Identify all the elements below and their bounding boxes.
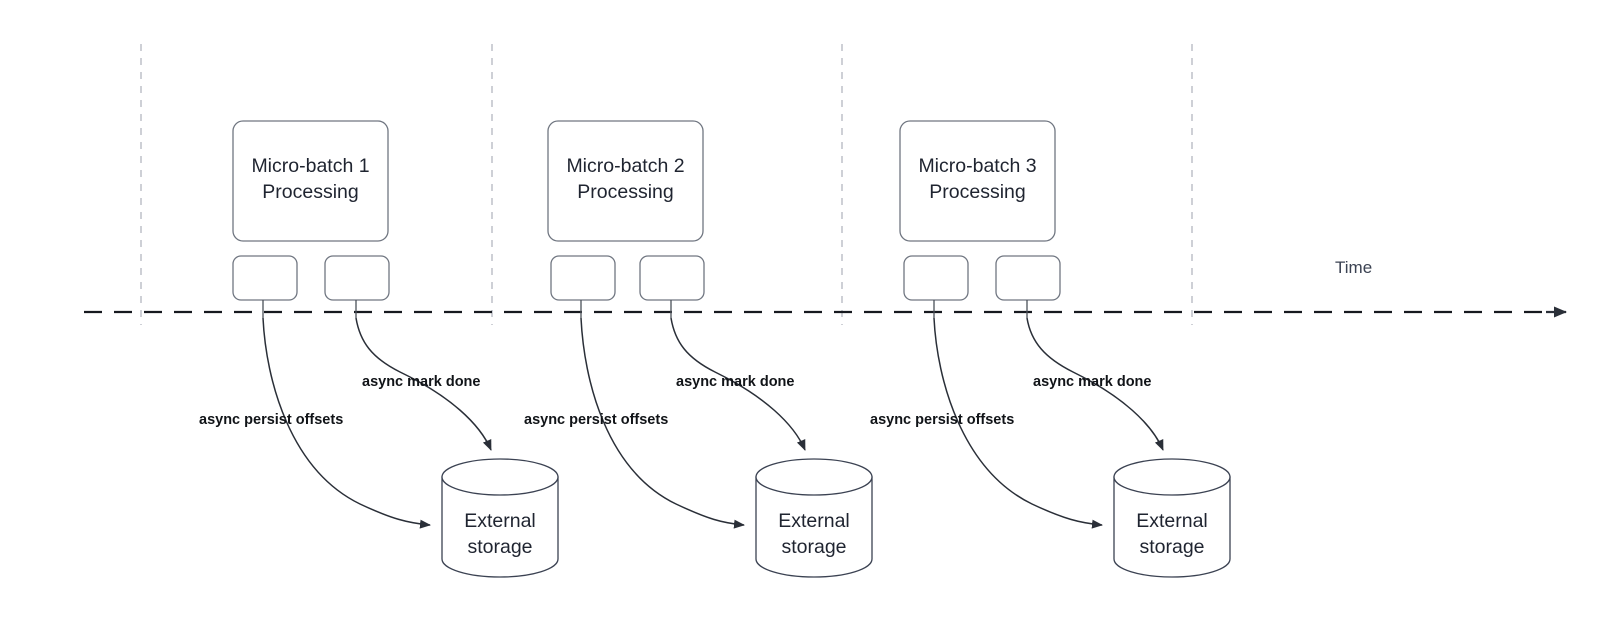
external-storage-cylinder-1-top (441, 458, 559, 496)
task-box-1b[interactable] (324, 255, 390, 301)
flow-mark-done-3 (1026, 317, 1164, 451)
external-storage-cylinder-2-label-line2: storage (781, 536, 846, 558)
flow-mark-done-2 (670, 317, 806, 451)
flow-persist-offsets-2-label: async persist offsets (524, 412, 668, 428)
flow-persist-offsets-1-label: async persist offsets (199, 412, 343, 428)
flow-persist-offsets-3 (933, 317, 1103, 529)
external-storage-cylinder-3-body (1113, 476, 1231, 578)
flow-persist-offsets-1 (262, 317, 431, 529)
external-storage-cylinder-3-label-line1: External (1136, 510, 1208, 532)
external-storage-cylinder-2[interactable]: External storage (755, 458, 873, 578)
micro-batch-box-3[interactable] (899, 120, 1056, 242)
flow-mark-done-2-label: async mark done (676, 374, 794, 390)
task-box-3a[interactable] (903, 255, 969, 301)
flow-persist-offsets-3-label: async persist offsets (870, 412, 1014, 428)
external-storage-cylinder-3-label-line2: storage (1139, 536, 1204, 558)
micro-batch-group-1: Micro-batch 1 Processing External storag… (199, 120, 559, 578)
time-axis: Time (84, 258, 1567, 318)
external-storage-cylinder-2-top (755, 458, 873, 496)
external-storage-cylinder-3-top (1113, 458, 1231, 496)
task-box-1a[interactable] (232, 255, 298, 301)
micro-batch-box-2[interactable] (547, 120, 704, 242)
external-storage-cylinder-1[interactable]: External storage (441, 458, 559, 578)
micro-batch-box-1[interactable] (232, 120, 389, 242)
external-storage-cylinder-2-label-line1: External (778, 510, 850, 532)
time-axis-label: Time (1335, 258, 1372, 277)
task-box-2b[interactable] (639, 255, 705, 301)
flow-mark-done-1 (355, 317, 492, 451)
micro-batch-group-3: Micro-batch 3 Processing External storag… (870, 120, 1231, 578)
micro-batch-box-1-label-line1: Micro-batch 1 (251, 155, 369, 177)
external-storage-cylinder-1-body (441, 476, 559, 578)
micro-batch-box-3-label-line1: Micro-batch 3 (918, 155, 1036, 177)
external-storage-cylinder-2-body (755, 476, 873, 578)
micro-batch-box-2-label-line2: Processing (577, 181, 673, 203)
flow-mark-done-3-label: async mark done (1033, 374, 1151, 390)
external-storage-cylinder-1-label-line2: storage (467, 536, 532, 558)
micro-batch-box-2-label-line1: Micro-batch 2 (566, 155, 684, 177)
micro-batch-group-2: Micro-batch 2 Processing External storag… (524, 120, 873, 578)
flow-mark-done-1-label: async mark done (362, 374, 480, 390)
external-storage-cylinder-3[interactable]: External storage (1113, 458, 1231, 578)
batch-boundary-lines (140, 44, 1193, 325)
external-storage-cylinder-1-label-line1: External (464, 510, 536, 532)
micro-batch-box-1-label-line2: Processing (262, 181, 358, 203)
micro-batch-box-3-label-line2: Processing (929, 181, 1025, 203)
task-box-3b[interactable] (995, 255, 1061, 301)
flow-persist-offsets-2 (580, 317, 745, 529)
task-box-2a[interactable] (550, 255, 616, 301)
